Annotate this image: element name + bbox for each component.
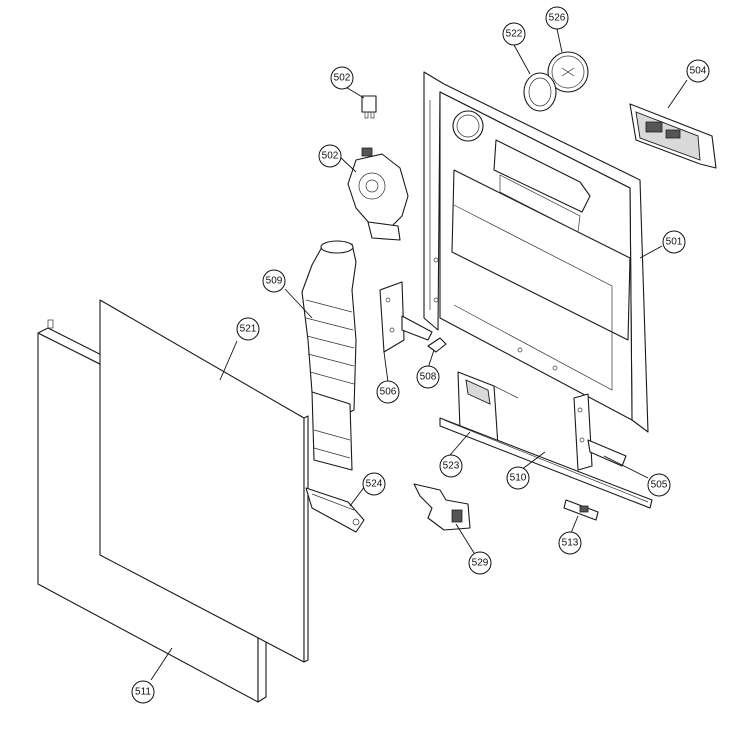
callout-523: 523	[439, 454, 463, 478]
latch-assembly-502	[347, 147, 409, 241]
callout-506: 506	[376, 380, 400, 404]
inner-door-501	[423, 71, 649, 433]
callout-label: 523	[443, 461, 460, 472]
callout-label: 511	[135, 687, 151, 698]
vent-gasket-522	[523, 72, 557, 112]
callout-522: 522	[502, 22, 526, 46]
callout-label: 506	[380, 387, 397, 398]
callout-502-assembly: 502	[318, 144, 342, 168]
callout-label: 501	[666, 237, 683, 248]
callout-label: 513	[562, 538, 579, 549]
callout-509: 509	[262, 269, 286, 293]
callout-label: 524	[366, 479, 383, 490]
air-duct-509	[301, 240, 357, 471]
bracket-529	[413, 483, 471, 531]
callout-label: 522	[506, 29, 523, 40]
callout-526: 526	[545, 6, 569, 30]
callout-529: 529	[468, 551, 492, 575]
door-switch-502	[361, 95, 377, 119]
bracket-523	[457, 371, 519, 447]
callout-label: 529	[472, 558, 489, 569]
callout-label: 521	[240, 324, 257, 335]
callout-label: 505	[651, 480, 668, 491]
control-module-504	[629, 103, 717, 169]
callout-502-switch: 502	[330, 66, 354, 90]
callout-label: 502	[334, 73, 351, 84]
callout-label: 510	[510, 473, 527, 484]
callout-521: 521	[236, 317, 260, 341]
callout-511: 511	[131, 680, 155, 704]
latch-513	[563, 499, 599, 521]
callout-505: 505	[647, 473, 671, 497]
hinge-bracket-506	[379, 281, 433, 353]
vent-cover-526	[547, 51, 589, 93]
callout-524: 524	[362, 472, 386, 496]
callout-label: 502	[322, 151, 339, 162]
callout-510: 510	[506, 466, 530, 490]
door-insulation-panel-521	[99, 299, 309, 663]
callout-label: 508	[420, 372, 437, 383]
callout-508: 508	[416, 365, 440, 389]
rail-510	[439, 417, 653, 509]
callout-504: 504	[686, 59, 710, 83]
callout-label: 509	[266, 276, 283, 287]
hinge-bracket-505	[573, 393, 627, 471]
bottom-bracket-524	[305, 487, 365, 533]
callout-label: 504	[690, 66, 707, 77]
callout-513: 513	[558, 531, 582, 555]
callout-501: 501	[662, 230, 686, 254]
callout-label: 526	[549, 13, 566, 24]
clip-508	[427, 337, 447, 353]
